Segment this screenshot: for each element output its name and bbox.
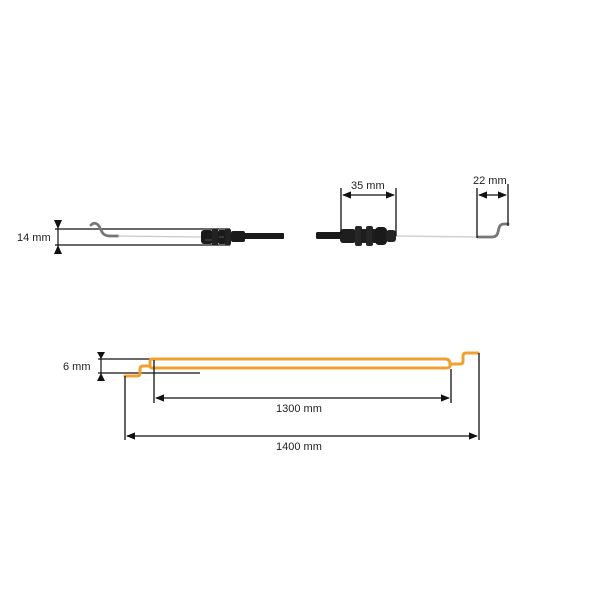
dimension-22mm-label: 22 mm [473,175,507,187]
dimension-6mm-label: 6 mm [63,361,91,373]
cable-schematic [123,351,480,378]
bottom-view: 6 mm 1300 mm 1400 mm [63,351,480,453]
top-left-view: 14 mm [17,220,284,254]
connector-icon [201,229,245,245]
dimension-1300mm-label: 1300 mm [276,403,322,415]
hook-end-icon [476,222,510,239]
inner-wire [117,235,203,238]
connector-icon [340,226,396,246]
outer-cable [244,233,284,239]
inner-wire [395,235,479,238]
outer-cable [316,232,344,239]
hook-end-icon [89,221,120,238]
dimension-35mm-label: 35 mm [351,180,385,192]
top-right-view: 35 mm 22 mm [316,175,510,246]
dimension-1400mm-label: 1400 mm [276,441,322,453]
dimension-14mm-label: 14 mm [17,232,51,244]
